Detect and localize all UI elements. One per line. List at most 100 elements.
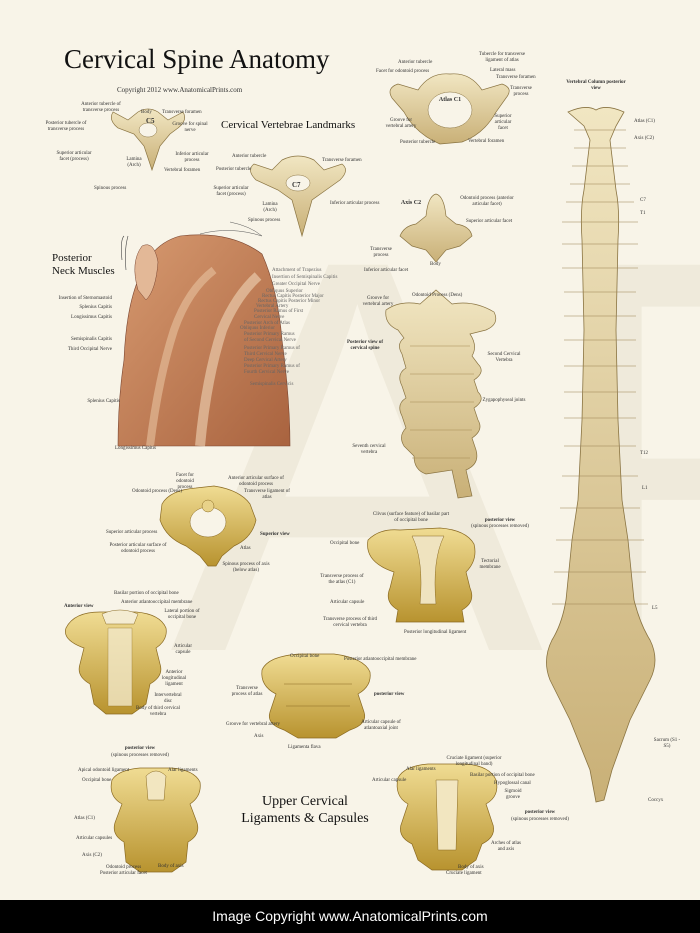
- c5-label: Inferior articular process: [175, 152, 209, 163]
- muscle-label: Longissimus Capitis: [71, 315, 112, 320]
- upper-ligaments-heading: Upper Cervical Ligaments & Capsules: [241, 794, 369, 826]
- c5-label: Superior articular facet (process): [56, 151, 92, 162]
- page-title: Cervical Spine Anatomy: [64, 44, 330, 74]
- bottom-left-label: Articular capsules: [76, 836, 113, 841]
- bottom-right-title: posterior view: [524, 810, 556, 815]
- axis-label: Superior articular facet: [466, 219, 513, 224]
- posterior-removed-label: Transverse process of the atlas (C1): [320, 574, 364, 585]
- bottom-right-label: Cruciate ligament: [446, 871, 482, 876]
- c7-label: Spinous process: [248, 218, 281, 223]
- muscle-label: Insertion of Sternomastoid: [58, 296, 112, 301]
- posterior-removed-label: Occipital bone: [330, 541, 360, 546]
- muscle-label: Splenius Capitis: [87, 399, 120, 404]
- c5-label: Body: [141, 110, 152, 115]
- posterior-mid-label: Posterior atlantooccipital membrane: [344, 657, 417, 662]
- bottom-right-label: Articular capsule: [372, 778, 407, 783]
- posterior-removed-label: Transverse process of third cervical ver…: [322, 617, 378, 628]
- bottom-left-label: Apical odontoid ligament: [78, 768, 130, 773]
- bottom-left-label: Odontoid process: [106, 865, 142, 870]
- superior-view-illustration: [159, 485, 257, 567]
- bottom-right-label: Cruciate ligament (superior longitudinal…: [446, 756, 502, 767]
- atlas-label: Tubercle for transverse ligament of atla…: [478, 52, 526, 63]
- c5-label: Posterior tubercle of transverse process: [45, 121, 87, 132]
- cervical-spine-label: Zygapophyseal joints: [482, 398, 526, 403]
- column-label: T1: [640, 211, 646, 216]
- footer-copyright: Image Copyright www.AnatomicalPrints.com: [0, 900, 700, 933]
- posterior-removed-title: posterior view: [484, 518, 516, 523]
- superior-label: Odontoid process (Dens): [132, 489, 182, 494]
- c5-vertebra-illustration: [111, 108, 185, 172]
- c7-label: Superior articular facet (process): [213, 186, 249, 197]
- muscle-label: Posterior Primary Ramus of Third Cervica…: [244, 346, 300, 357]
- atlas-label: Groove for vertebral artery: [385, 118, 417, 129]
- atlas-name: Atlas C1: [438, 97, 462, 103]
- muscle-label: Third Occipital Nerve: [67, 347, 112, 352]
- column-label: Sacrum (S1 - S5): [653, 738, 681, 749]
- c7-label: Posterior tubercle: [216, 167, 252, 172]
- axis-label: Body: [430, 262, 441, 267]
- axis-label: Inferior articular facet: [364, 268, 409, 273]
- anterior-label: Basilar portion of occipital bone: [114, 591, 179, 596]
- muscle-label: Attachment of Trapezius: [272, 268, 322, 273]
- c5-label: Lamina (Arch): [126, 157, 142, 168]
- posterior-removed-label: Tectorial membrane: [479, 559, 501, 570]
- superior-label: Facet for odontoid process: [176, 473, 194, 490]
- column-label: L1: [642, 486, 648, 491]
- bottom-left-label: Axis (C2): [82, 853, 102, 858]
- muscle-label: Rectus Capitis Posterior Major: [262, 294, 324, 299]
- c5-label: Spinous process: [94, 186, 127, 191]
- atlas-label: Posterior tubercle: [400, 140, 436, 145]
- muscle-label: Posterior Primary Ramus of Second Cervic…: [244, 332, 296, 343]
- posterior-mid-label: Occipital bone: [290, 654, 320, 659]
- c7-vertebra-illustration: [250, 155, 346, 238]
- bottom-left-title: posterior view: [124, 746, 156, 751]
- superior-label: Transverse ligament of atlas: [244, 489, 290, 500]
- anterior-label: Anterior longitudinal ligament: [161, 670, 187, 687]
- cervical-spine-label: Odontoid Process (Dens): [412, 293, 463, 298]
- atlas-label: Facet for odontoid process: [376, 69, 430, 74]
- c7-label: Transverse foramen: [322, 158, 362, 163]
- atlas-label: Transverse foramen: [496, 75, 536, 80]
- muscle-label: Rectus Capitis Posterior Minor: [258, 299, 321, 304]
- superior-label: Posterior articular surface of odontoid …: [109, 543, 167, 554]
- atlas-label: Superior articular facet: [494, 114, 512, 131]
- c7-label: Inferior articular process: [330, 201, 380, 206]
- atlas-label: Lateral mass: [490, 68, 516, 73]
- bottom-right-subtitle: (spinous processes removed): [511, 817, 569, 822]
- bottom-left-illustration: [110, 767, 201, 873]
- bottom-right-label: Alar ligaments: [406, 767, 436, 772]
- bottom-left-label: Atlas (C1): [74, 816, 95, 821]
- bottom-left-subtitle: (spinous processes removed): [111, 753, 169, 758]
- column-label: L5: [652, 606, 658, 611]
- muscle-label: Obliquus Inferior: [240, 326, 275, 331]
- posterior-mid-title: posterior view: [374, 692, 405, 697]
- cervical-spine-label: Second Cervical Vertebra: [487, 352, 521, 363]
- anterior-label: Articular capsule: [173, 644, 193, 655]
- column-label: Coccyx: [648, 798, 664, 803]
- bottom-left-label: Posterior articular facet: [100, 871, 147, 876]
- column-label: Atlas (C1): [634, 119, 655, 124]
- bottom-right-label: Basilar portion of occipital bone: [470, 773, 535, 778]
- neck-muscles-illustration: [117, 221, 291, 447]
- landmarks-heading: Cervical Vertebrae Landmarks: [221, 119, 356, 131]
- c5-label: Anterior tubercle of transverse process: [81, 102, 121, 113]
- c7-label: Lamina (Arch): [262, 202, 278, 213]
- posterior-mid-label: Transverse process of atlas: [231, 686, 263, 697]
- cervical-spine-label: Seventh cervical vertebra: [352, 444, 386, 455]
- column-label: Axis (C2): [634, 136, 654, 141]
- muscle-label: Posterior Arch of Atlas: [244, 321, 290, 326]
- muscle-label: Semispinalis Cervicis: [250, 382, 294, 387]
- vertebral-column-heading: Vertebral Column posterior view: [566, 80, 626, 91]
- cervical-spine-label: Groove for vertebral artery: [362, 296, 394, 307]
- bottom-left-label: Occipital bone: [82, 778, 112, 783]
- superior-label: Anterior articular surface of odontoid p…: [228, 476, 284, 487]
- anterior-view-illustration: [65, 609, 167, 715]
- superior-label: Atlas: [240, 546, 251, 551]
- copyright-text: Copyright 2012 www.AnatomicalPrints.com: [117, 86, 243, 94]
- posterior-mid-illustration: [261, 653, 371, 739]
- axis-c2-illustration: [399, 193, 473, 263]
- muscle-label: Insertion of Semispinalis Capitis: [272, 275, 338, 280]
- cervical-spine-title: Posterior view of cervical spine: [346, 340, 383, 351]
- muscle-label: Deep Cervical Artery: [244, 358, 287, 363]
- anterior-label: Lateral portion of occipital bone: [164, 609, 200, 620]
